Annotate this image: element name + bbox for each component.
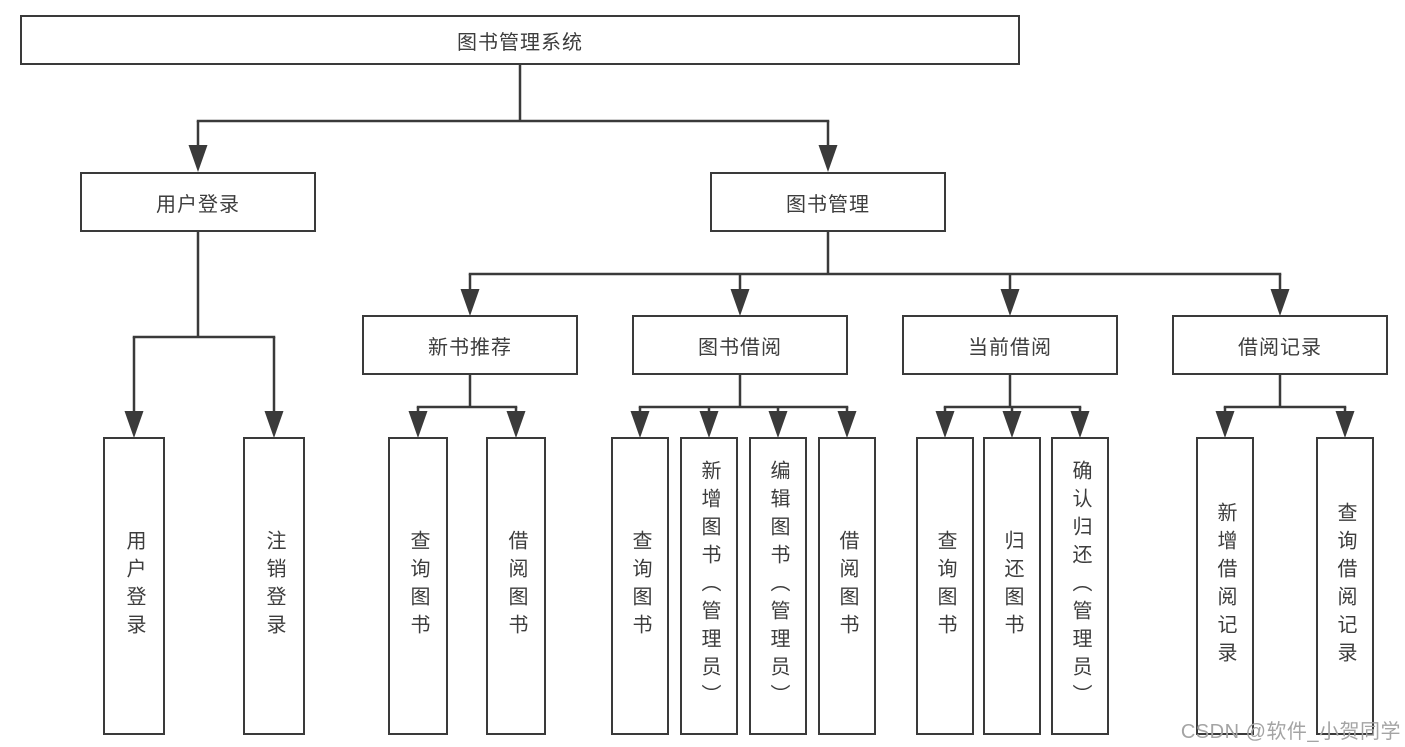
node-current-borrow-label: 当前借阅: [968, 336, 1052, 359]
leaf-add-book-admin: 新增图书（管理员）: [680, 437, 738, 735]
leaf-borrow-books-recommend: 借阅图书: [486, 437, 546, 735]
leaf-query-books-recommend: 查询图书: [388, 437, 448, 735]
node-book-borrow: 图书借阅: [632, 315, 848, 375]
leaf-query-books-borrow: 查询图书: [611, 437, 669, 735]
leaf-borrow-books: 借阅图书: [818, 437, 876, 735]
leaf-logout: 注销登录: [243, 437, 305, 735]
node-new-book-recommend: 新书推荐: [362, 315, 578, 375]
node-root: 图书管理系统: [20, 15, 1020, 65]
leaf-query-borrow-record: 查询借阅记录: [1316, 437, 1374, 735]
node-borrow-records-label: 借阅记录: [1238, 336, 1322, 359]
leaf-add-borrow-record: 新增借阅记录: [1196, 437, 1254, 735]
node-root-label: 图书管理系统: [457, 31, 583, 54]
node-user-login: 用户登录: [80, 172, 316, 232]
node-borrow-records: 借阅记录: [1172, 315, 1388, 375]
leaf-user-login: 用户登录: [103, 437, 165, 735]
csdn-watermark: CSDN @软件_小贺同学: [1180, 721, 1401, 743]
leaf-edit-book-admin: 编辑图书（管理员）: [749, 437, 807, 735]
node-current-borrow: 当前借阅: [902, 315, 1118, 375]
node-book-management: 图书管理: [710, 172, 946, 232]
node-book-management-label: 图书管理: [786, 193, 870, 216]
leaf-query-books-current: 查询图书: [916, 437, 974, 735]
leaf-return-book: 归还图书: [983, 437, 1041, 735]
node-book-borrow-label: 图书借阅: [698, 336, 782, 359]
node-new-book-recommend-label: 新书推荐: [428, 336, 512, 359]
leaf-confirm-return-admin: 确认归还（管理员）: [1051, 437, 1109, 735]
node-user-login-label: 用户登录: [156, 193, 240, 216]
